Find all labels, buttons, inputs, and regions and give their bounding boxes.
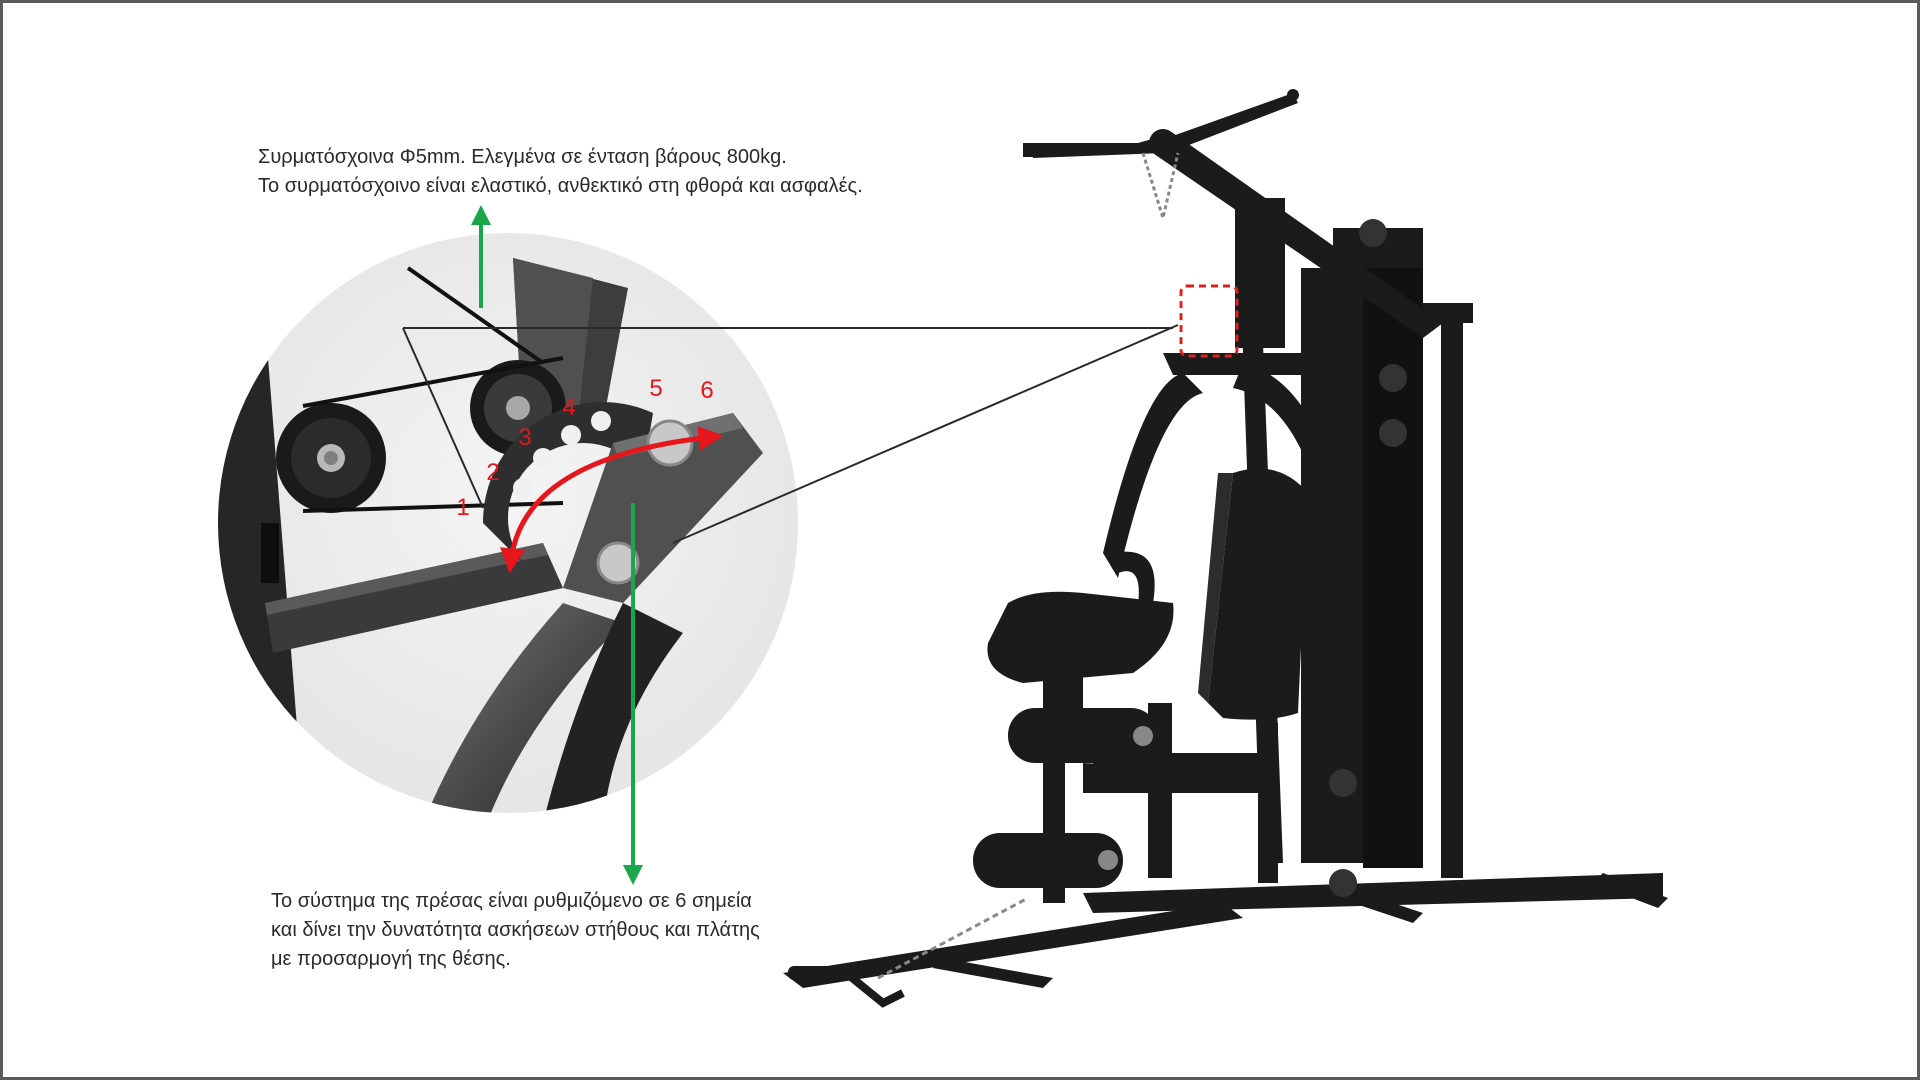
press-description-line-3: με προσαρμογή της θέσης. bbox=[271, 948, 511, 970]
adjustment-arc-arrow bbox=[500, 425, 724, 574]
press-description-line-1: Το σύστημα της πρέσας είναι ρυθμιζόμενο … bbox=[271, 890, 752, 912]
zoom-callout-lines bbox=[402, 324, 1179, 544]
cable-description-line-2: Το συρματόσχοινο είναι ελαστικό, ανθεκτι… bbox=[258, 175, 863, 197]
multi-gym-machine bbox=[783, 89, 1668, 1008]
position-label-5: 5 bbox=[649, 375, 662, 402]
position-label-2: 2 bbox=[486, 459, 499, 486]
zoom-highlight-box bbox=[1179, 284, 1239, 358]
position-label-4: 4 bbox=[562, 394, 575, 421]
press-description: Το σύστημα της πρέσας είναι ρυθμιζόμενο … bbox=[271, 887, 760, 974]
cable-description-line-1: Συρματόσχοινα Φ5mm. Ελεγμένα σε ένταση β… bbox=[258, 146, 787, 168]
gym-illustration: 1 2 3 4 5 6 bbox=[218, 89, 1668, 1008]
position-label-1: 1 bbox=[456, 494, 469, 521]
cable-description: Συρματόσχοινα Φ5mm. Ελεγμένα σε ένταση β… bbox=[258, 143, 863, 201]
position-label-3: 3 bbox=[518, 424, 531, 451]
position-label-6: 6 bbox=[700, 377, 713, 404]
product-infographic: 1 2 3 4 5 6 bbox=[3, 3, 1917, 1077]
press-description-line-2: και δίνει την δυνατότητα ασκήσεων στήθου… bbox=[271, 919, 760, 941]
zoom-detail: 1 2 3 4 5 6 bbox=[218, 233, 798, 813]
